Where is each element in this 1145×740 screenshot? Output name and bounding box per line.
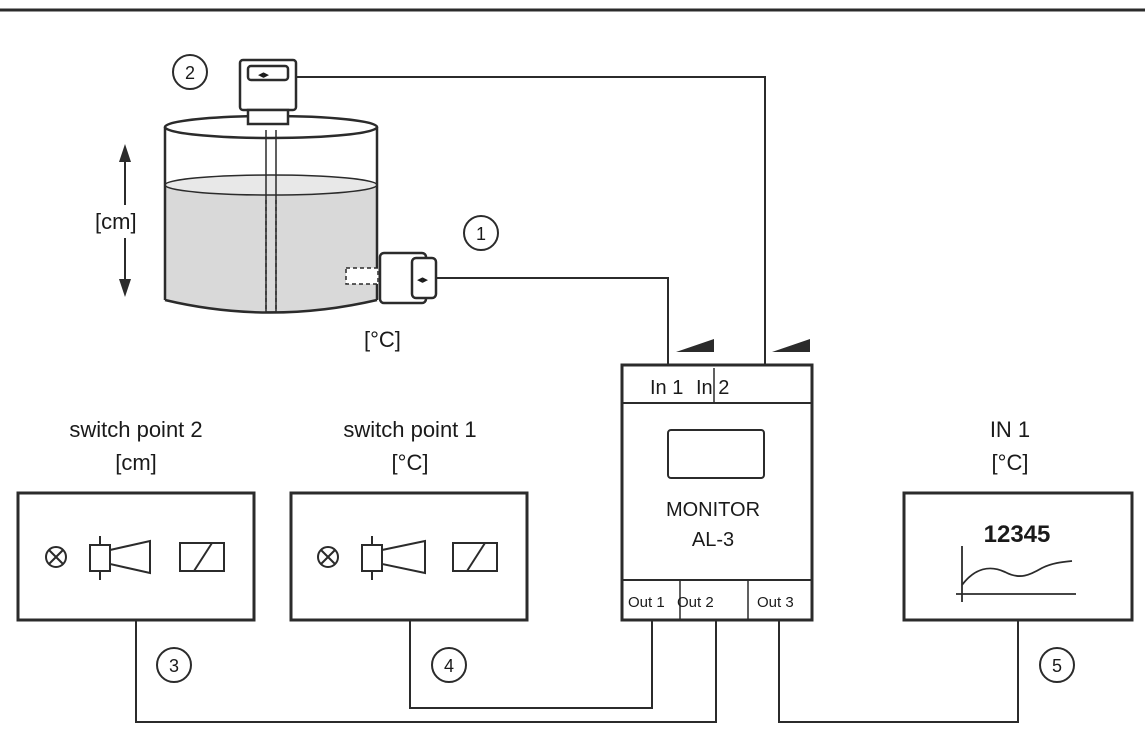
switch-point-2-unit: [cm] bbox=[115, 450, 157, 475]
lamp-icon bbox=[45, 546, 67, 568]
wires bbox=[135, 76, 1019, 723]
horn-icon bbox=[361, 536, 426, 580]
monitor-name: MONITOR bbox=[666, 499, 760, 521]
svg-text:4: 4 bbox=[444, 656, 454, 676]
lamp-icon bbox=[317, 546, 339, 568]
monitor-display bbox=[667, 429, 765, 479]
switch-point-1-unit: [°C] bbox=[392, 450, 429, 475]
display-unit-title: IN 1 bbox=[990, 417, 1030, 442]
svg-text:◂▸: ◂▸ bbox=[258, 69, 270, 81]
switch-point-1-title: switch point 1 bbox=[343, 417, 476, 442]
switch-point-2-box bbox=[16, 491, 256, 622]
tank-temp-unit: [°C] bbox=[364, 327, 401, 352]
callout-1: 1 bbox=[463, 215, 499, 251]
svg-text:2: 2 bbox=[185, 63, 195, 83]
in2-marker bbox=[772, 339, 810, 352]
monitor-output-2: Out 2 bbox=[677, 594, 714, 611]
switch-point-1-box bbox=[289, 491, 529, 622]
monitor-output-3: Out 3 bbox=[757, 594, 794, 611]
horn-icon bbox=[89, 536, 151, 580]
relay-icon bbox=[179, 542, 225, 572]
tank bbox=[163, 114, 379, 314]
callout-5: 5 bbox=[1039, 647, 1075, 683]
level-arrow-icon bbox=[119, 144, 131, 297]
display-unit-unit: [°C] bbox=[992, 450, 1029, 475]
callout-3: 3 bbox=[156, 647, 192, 683]
display-value: 12345 bbox=[984, 521, 1051, 548]
level-sensor: ◂▸ bbox=[238, 58, 298, 126]
in1-marker bbox=[676, 339, 714, 352]
temperature-sensor: ◂▸ bbox=[345, 251, 438, 305]
callout-2: 2 bbox=[172, 54, 208, 90]
relay-icon bbox=[452, 542, 498, 572]
svg-text:5: 5 bbox=[1052, 656, 1062, 676]
svg-text:◂▸: ◂▸ bbox=[417, 274, 429, 286]
trend-graph-icon bbox=[956, 546, 1076, 602]
svg-text:3: 3 bbox=[169, 656, 179, 676]
monitor-output-1: Out 1 bbox=[628, 594, 665, 611]
svg-text:1: 1 bbox=[476, 224, 486, 244]
tank-level-unit: [cm] bbox=[95, 209, 137, 234]
switch-point-2-title: switch point 2 bbox=[69, 417, 202, 442]
monitor-input-2: In 2 bbox=[696, 377, 729, 399]
callout-4: 4 bbox=[431, 647, 467, 683]
monitor-model: AL-3 bbox=[692, 529, 734, 551]
monitor-unit bbox=[620, 363, 814, 622]
display-unit-box bbox=[902, 491, 1134, 622]
monitor-input-1: In 1 bbox=[650, 377, 683, 399]
